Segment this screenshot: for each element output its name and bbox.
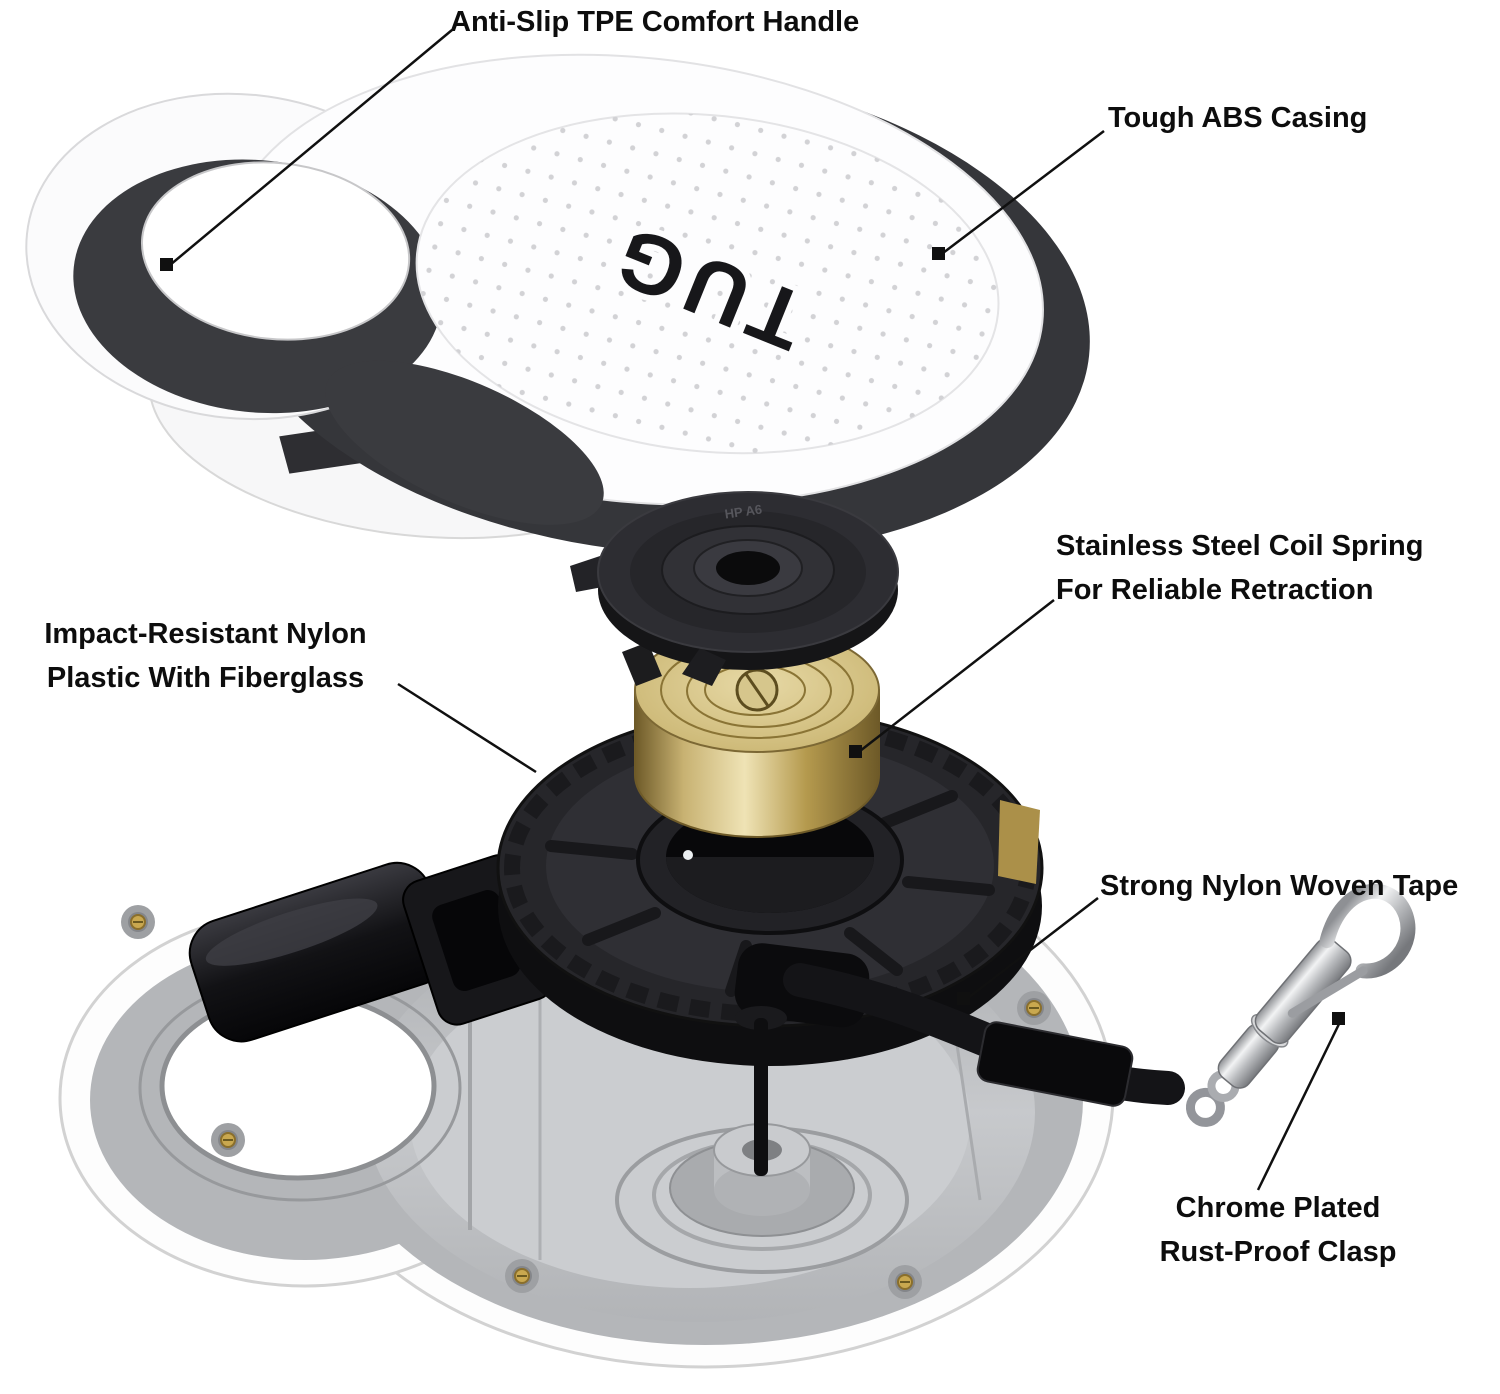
callout-marker-handle xyxy=(160,258,173,271)
callout-label-nylon-line1: Impact-Resistant Nylon xyxy=(44,618,367,650)
screw-boss xyxy=(505,1259,539,1293)
callout-label-handle: Anti-Slip TPE Comfort Handle xyxy=(450,6,860,38)
callout-line-nylon xyxy=(397,682,537,774)
tape-sleeve xyxy=(976,1021,1134,1107)
screw-boss xyxy=(121,905,155,939)
callout-label-casing: Tough ABS Casing xyxy=(1108,102,1368,134)
locator-pin xyxy=(683,850,693,860)
clasp xyxy=(1185,884,1416,1127)
axle-pin xyxy=(754,1018,768,1176)
callout-label-clasp: Chrome Plated Rust-Proof Clasp xyxy=(1128,1186,1428,1274)
callout-line-handle xyxy=(169,29,453,266)
handle-hole xyxy=(140,161,411,341)
callout-marker-tape xyxy=(957,992,970,1005)
screw-boss xyxy=(211,1123,245,1157)
clasp-gate xyxy=(1287,966,1368,1018)
callout-line-tape xyxy=(967,897,1099,999)
nylon-tape xyxy=(783,963,1185,1107)
callout-line-spring xyxy=(859,599,1055,752)
spring-glimpse xyxy=(998,800,1040,884)
callout-label-nylon-line2: Plastic With Fiberglass xyxy=(46,662,365,694)
callout-label-tape: Strong Nylon Woven Tape xyxy=(1100,870,1459,902)
callout-line-casing xyxy=(942,130,1105,254)
callout-marker-casing xyxy=(932,247,945,260)
callout-label-spring-line2: For Reliable Retraction xyxy=(1056,574,1374,606)
spring-cover-marking: HP A6 xyxy=(724,502,763,522)
callout-label-spring-line1: Stainless Steel Coil Spring xyxy=(1056,530,1424,562)
top-casing: TUG xyxy=(25,53,1090,556)
callout-label-clasp-line1: Chrome Plated xyxy=(1175,1192,1381,1224)
callout-markers xyxy=(160,247,1345,1025)
brake-button-module xyxy=(188,854,555,1043)
callout-label-spring: Stainless Steel Coil Spring For Reliable… xyxy=(1056,524,1423,612)
callout-label-clasp-line2: Rust-Proof Clasp xyxy=(1159,1236,1397,1268)
callout-label-nylon: Impact-Resistant Nylon Plastic With Fibe… xyxy=(18,612,393,700)
callout-marker-spring xyxy=(849,745,862,758)
callout-line-clasp xyxy=(1256,1023,1341,1191)
screw-bosses xyxy=(121,905,1051,1299)
callout-marker-clasp xyxy=(1332,1012,1345,1025)
spring-cover-disc: HP A6 xyxy=(570,491,899,686)
screw-boss xyxy=(888,1265,922,1299)
callout-lines xyxy=(169,29,1341,1191)
screw-boss xyxy=(1017,991,1051,1025)
